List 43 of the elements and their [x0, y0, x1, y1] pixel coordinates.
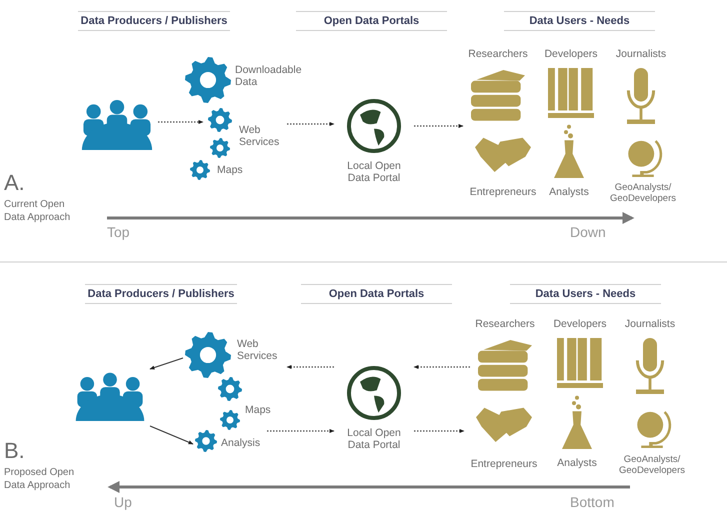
node-label: Researchers [474, 318, 536, 330]
arrow [286, 365, 334, 369]
node-label: Downloadable Data [235, 64, 303, 88]
node-label: Analysts [548, 186, 590, 198]
node-label: Analysts [556, 457, 598, 469]
node-label: Web Services [239, 124, 280, 148]
direction-label: Bottom [570, 494, 616, 510]
panel-letter: A. [4, 170, 26, 196]
node-label: Web Services [237, 338, 278, 362]
arrow [286, 122, 334, 126]
panel-letter: B. [4, 438, 26, 464]
node-label: Researchers [467, 48, 529, 60]
node-label: Maps [245, 404, 272, 416]
node-label: Journalists [624, 318, 676, 330]
node-label: Journalists [614, 48, 668, 60]
section-heading: Data Producers / Publishers [78, 11, 230, 31]
section-heading: Data Users - Needs [504, 11, 655, 31]
direction-label: Top [107, 224, 131, 240]
direction-label: Up [114, 494, 133, 510]
node-label: Developers [543, 48, 599, 60]
section-heading: Data Users - Needs [510, 284, 661, 304]
panel-caption: Proposed Open Data Approach [4, 466, 76, 492]
arrow [150, 426, 194, 444]
arrow [414, 124, 464, 128]
node-label: Developers [552, 318, 608, 330]
node-label: Entrepreneurs [470, 458, 538, 470]
node-label: Maps [217, 164, 244, 176]
section-heading: Open Data Portals [296, 11, 447, 31]
node-label: Entrepreneurs [468, 186, 538, 198]
arrow [150, 358, 184, 370]
node-label: Analysis [221, 437, 262, 449]
node-label: GeoAnalysts/ GeoDevelopers [618, 454, 686, 476]
arrow [414, 365, 470, 369]
section-heading: Data Producers / Publishers [85, 284, 237, 304]
arrow [414, 429, 464, 433]
node-label: Local Open Data Portal [346, 427, 402, 451]
direction-label: Down [570, 224, 607, 240]
arrow [266, 429, 334, 433]
section-heading: Open Data Portals [301, 284, 452, 304]
node-label: Local Open Data Portal [346, 160, 402, 184]
panel-caption: Current Open Data Approach [4, 198, 72, 224]
arrow [158, 120, 204, 124]
node-label: GeoAnalysts/ GeoDevelopers [608, 182, 677, 204]
